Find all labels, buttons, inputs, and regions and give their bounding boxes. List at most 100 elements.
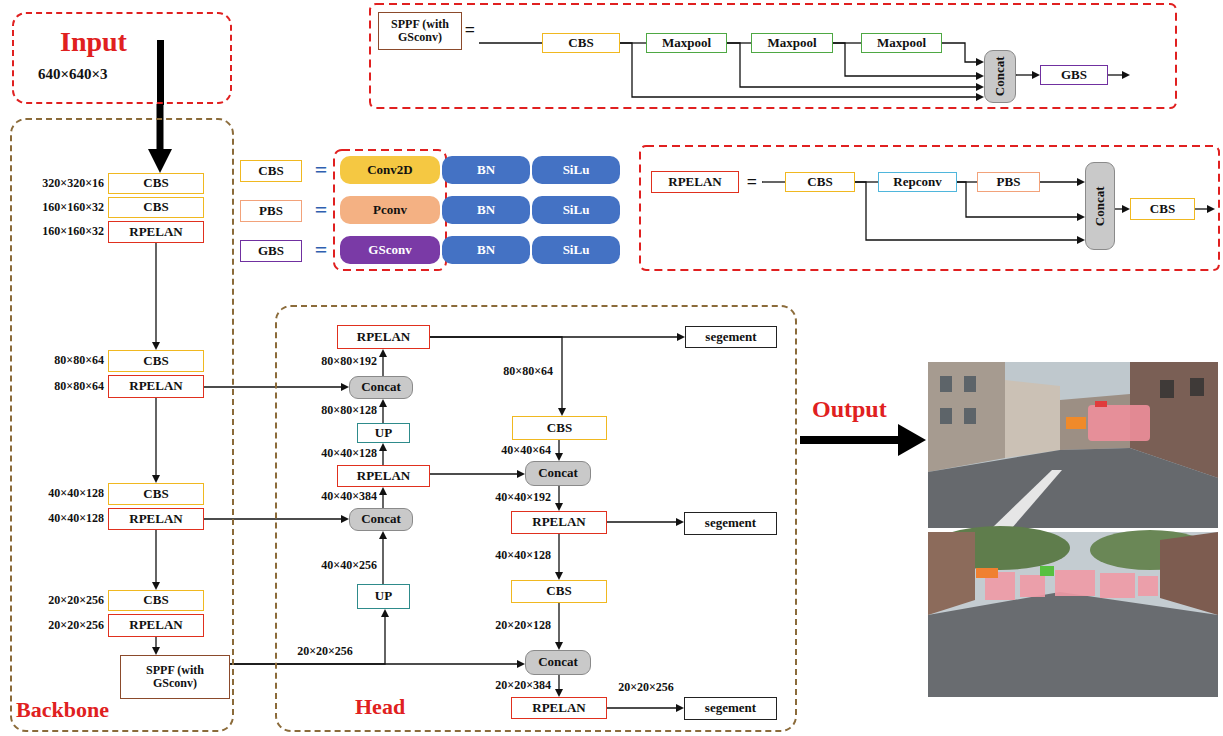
dimension-label: 40×40×128 xyxy=(495,549,551,563)
segmentation-photo xyxy=(976,568,998,578)
module-box: UP xyxy=(357,423,410,443)
node-label: Conv2D xyxy=(367,163,413,178)
node-label: Concat xyxy=(1093,186,1108,226)
layer-pill: SiLu xyxy=(532,156,620,184)
node-label: Maxpool xyxy=(877,36,926,51)
node-label: SPPF (with GSconv) xyxy=(382,18,458,45)
dimension-label: 20×20×256 xyxy=(297,645,353,659)
module-box: PBS xyxy=(240,200,302,222)
output-arrow xyxy=(800,436,900,444)
module-box: RPELAN xyxy=(108,614,204,637)
connector xyxy=(382,407,383,423)
segmentation-photo xyxy=(992,470,1062,528)
concat-node: Concat xyxy=(349,508,413,531)
module-box: segement xyxy=(684,697,777,720)
dimension-label: 40×40×128 xyxy=(321,447,377,461)
connector xyxy=(155,398,156,475)
dimension-label: 160×160×32 xyxy=(42,201,104,215)
node-label: PBS xyxy=(997,175,1021,190)
dashed-frame xyxy=(370,4,1176,108)
module-box: SPPF (with GSconv) xyxy=(120,655,230,699)
connector xyxy=(1115,208,1122,209)
module-box: GBS xyxy=(1040,65,1108,85)
node-label: BN xyxy=(477,163,495,178)
segmentation-photo xyxy=(1055,570,1095,596)
connector xyxy=(204,386,341,387)
node-label: RPELAN xyxy=(129,225,182,240)
connector xyxy=(558,675,559,689)
node-label: PBS xyxy=(259,204,283,219)
dimension-label: 40×40×192 xyxy=(495,491,551,505)
module-box: CBS xyxy=(240,160,302,182)
node-label: CBS xyxy=(143,200,168,215)
module-box: RPELAN xyxy=(108,221,204,243)
segmentation-photo xyxy=(1066,417,1086,429)
node-label: Repconv xyxy=(893,175,941,190)
node-label: SiLu xyxy=(563,243,590,258)
module-box: CBS xyxy=(511,580,607,603)
concat-node: Concat xyxy=(525,461,591,486)
output-arrow xyxy=(898,424,926,456)
layer-pill: SiLu xyxy=(532,236,620,264)
module-box: RPELAN xyxy=(511,511,607,534)
module-box: CBS xyxy=(108,483,204,505)
segmentation-photo xyxy=(940,376,952,392)
connector xyxy=(157,104,164,149)
module-box: CBS xyxy=(542,33,620,53)
dashed-frame xyxy=(334,4,1219,270)
connector xyxy=(558,534,559,572)
module-box: Maxpool xyxy=(646,33,727,53)
node-label: CBS xyxy=(807,175,832,190)
connector xyxy=(382,451,383,465)
node-label: BN xyxy=(477,243,495,258)
module-box: CBS xyxy=(108,350,204,372)
connector xyxy=(1016,74,1032,75)
module-box: CBS xyxy=(108,197,204,218)
node-label: Pconv xyxy=(373,203,407,218)
stub-line xyxy=(1195,208,1207,209)
module-box: Maxpool xyxy=(751,33,833,53)
node-label: UP xyxy=(375,426,392,441)
concat-node: Concat xyxy=(1085,162,1115,250)
segmentation-photo xyxy=(940,408,952,424)
module-box: Maxpool xyxy=(861,33,942,53)
segmentation-photo xyxy=(1160,380,1174,398)
module-box: RPELAN xyxy=(651,171,739,193)
connector xyxy=(155,637,156,647)
connector xyxy=(382,357,383,376)
node-label: RPELAN xyxy=(129,512,182,527)
module-box: GBS xyxy=(240,240,302,262)
node-label: SiLu xyxy=(563,203,590,218)
node-label: RPELAN xyxy=(532,515,585,530)
node-label: CBS xyxy=(143,354,168,369)
connector xyxy=(155,530,156,582)
layer-pill: Pconv xyxy=(340,196,440,224)
connector xyxy=(1040,181,1077,182)
module-box: UP xyxy=(357,584,410,609)
dimension-label: 40×40×128 xyxy=(48,487,104,501)
dimension-label: 80×80×64 xyxy=(503,365,553,379)
node-label: GBS xyxy=(1061,68,1087,83)
dimension-label: 320×320×16 xyxy=(42,177,104,191)
connector xyxy=(558,603,559,642)
node-label: CBS xyxy=(143,593,168,608)
connector xyxy=(204,518,341,519)
layer-pill: SiLu xyxy=(532,196,620,224)
connector xyxy=(382,495,383,508)
module-box: CBS xyxy=(1130,198,1195,220)
node-label: CBS xyxy=(547,421,572,436)
dimension-label: 20×20×128 xyxy=(495,619,551,633)
dimension-label: 80×80×192 xyxy=(321,355,377,369)
connector xyxy=(382,539,383,584)
node-label: RPELAN xyxy=(357,469,410,484)
dimension-label: 40×40×256 xyxy=(321,559,377,573)
connector xyxy=(430,473,517,474)
node-label: CBS xyxy=(258,164,283,179)
equals-sign: = xyxy=(315,237,328,262)
segmentation-photo xyxy=(928,362,1218,697)
connector xyxy=(607,707,676,708)
node-label: segement xyxy=(705,330,756,345)
connector xyxy=(607,521,676,522)
node-label: CBS xyxy=(568,36,593,51)
